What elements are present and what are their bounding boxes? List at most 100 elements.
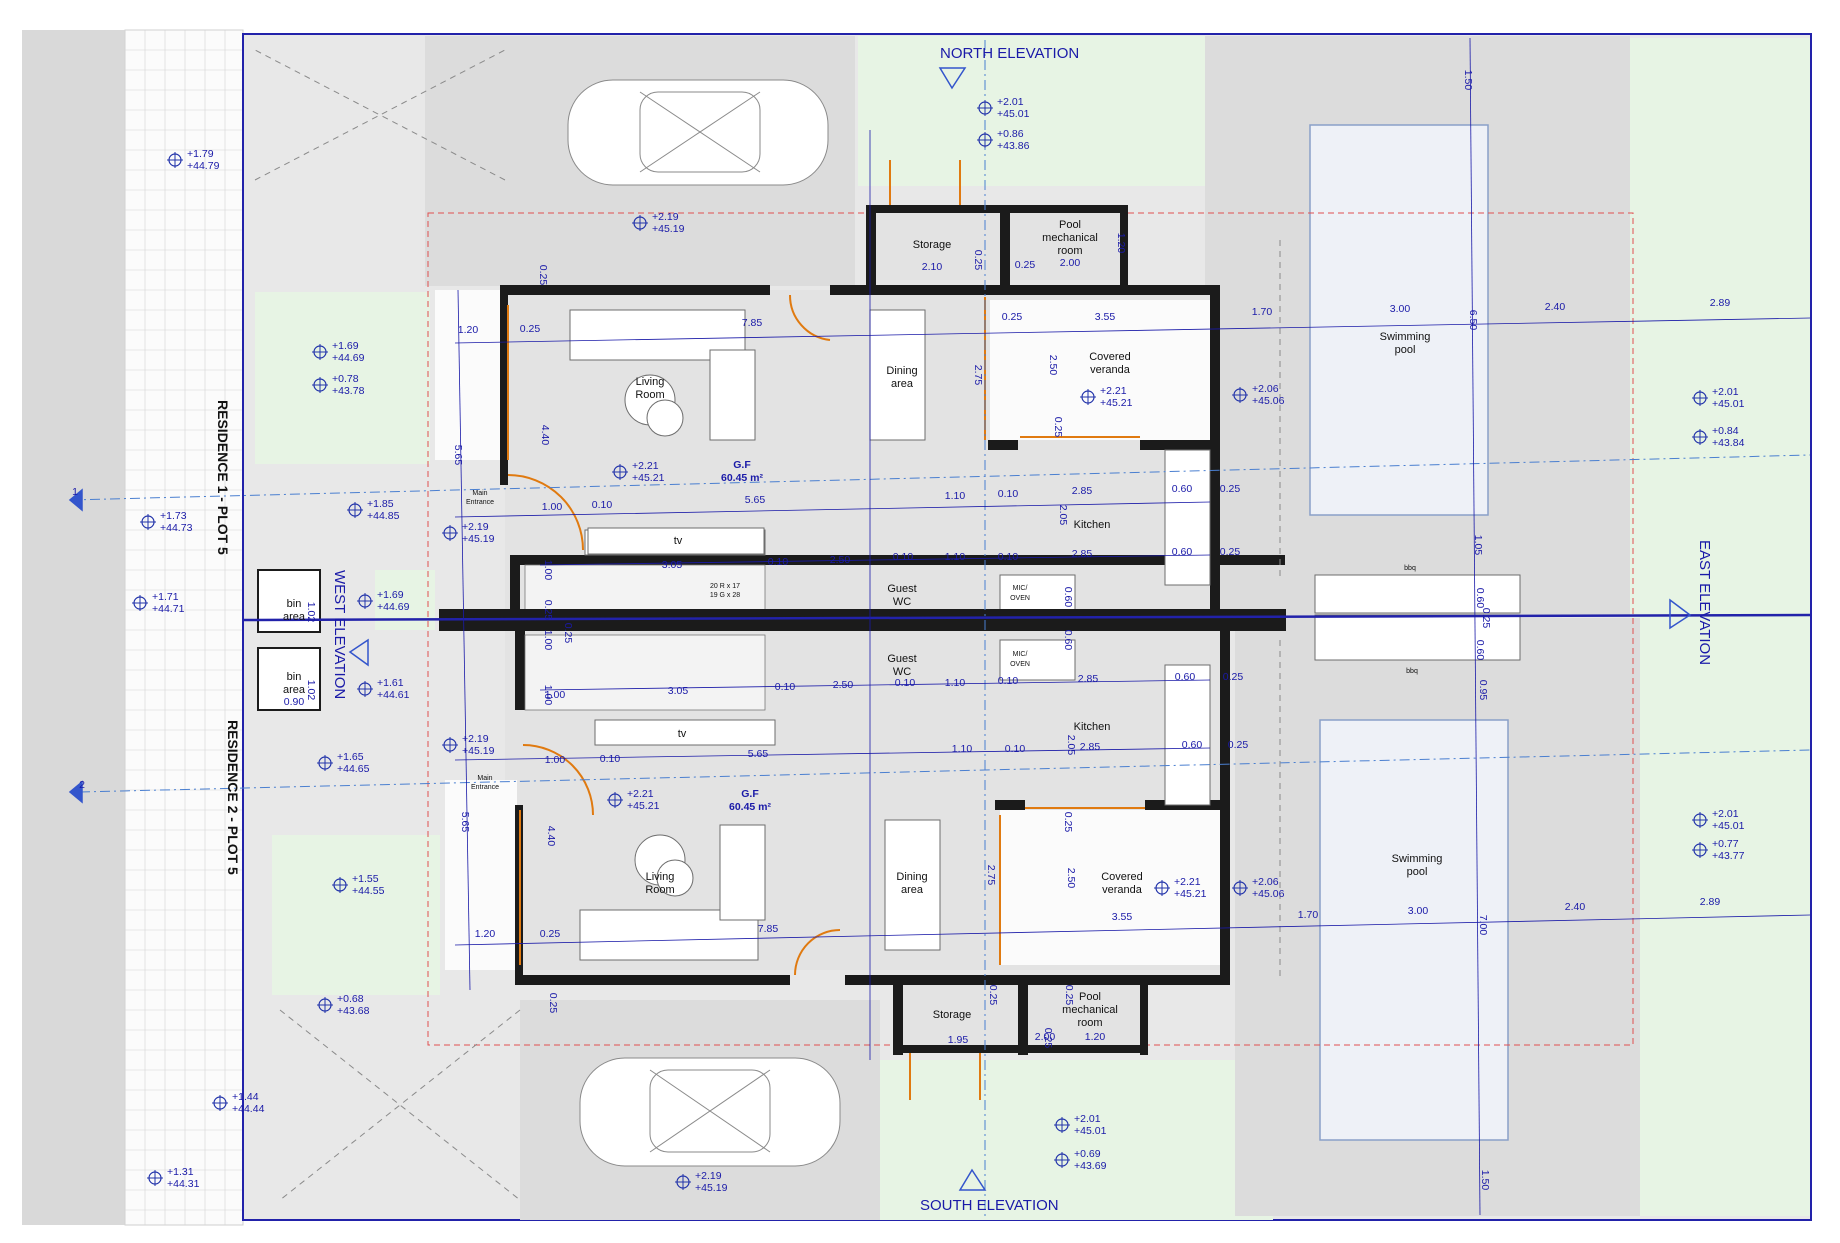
dimension-value: 1.10 [945,551,966,563]
level-datum: +43.78 [332,385,365,397]
dimension-value: 4.40 [545,826,557,847]
level-datum: +45.01 [997,108,1030,120]
level-datum: +43.68 [337,1005,370,1017]
level-value: +2.19 [652,211,679,223]
dimension-value: 0.25 [1228,739,1249,751]
dimension-value: 0.25 [562,623,574,644]
level-marker: +2.21+45.21 [1154,876,1207,900]
level-value: +0.86 [997,128,1024,140]
level-datum: +43.86 [997,140,1030,152]
dimension-value: 0.25 [540,928,561,940]
dimension-value: 1.02 [305,680,317,701]
house-1 [435,160,1521,620]
dimension-value: 2.40 [1545,301,1566,313]
dimension-value: 2.75 [985,865,997,886]
dimension-value: 1.70 [1252,306,1273,318]
stair-tread-1: 20 R x 17 [710,583,740,590]
dimension-value: 0.10 [998,675,1019,687]
h1-pool-mech-1: Pool [1059,219,1081,231]
dimension-value: 3.05 [668,685,689,697]
dimension-value: 5.65 [459,812,471,833]
h1-oven-1: MIC/ [1013,585,1028,592]
dimension-value: 0.60 [1474,588,1486,609]
dimension-value: 7.00 [1477,915,1489,936]
level-datum: +45.21 [632,472,665,484]
residence-2-label: RESIDENCE 2 - PLOT 5 [225,720,241,875]
h2-veranda-1: Covered [1101,871,1143,883]
h1-bin-1: bin [287,598,302,610]
level-marker: +0.86+43.86 [977,128,1030,152]
level-value: +2.01 [1074,1113,1101,1125]
car-2 [579,1057,841,1167]
level-marker: +2.01+45.01 [1054,1113,1107,1137]
h1-bbq: bbq [1404,565,1416,572]
dimension-value: 0.60 [1474,640,1486,661]
level-datum: +44.55 [352,885,385,897]
dimension-value: 1.70 [1298,909,1319,921]
dimension-value: 1.50 [1462,70,1474,91]
level-marker: +2.19+45.19 [442,521,495,545]
south-elevation-label: SOUTH ELEVATION [920,1197,1059,1214]
level-value: +1.44 [232,1091,259,1103]
h1-storage-label: Storage [913,239,952,251]
h1-pool-1: Swimming [1380,331,1431,343]
dimension-value: 0.25 [987,985,999,1006]
level-marker: +0.68+43.68 [317,993,370,1017]
level-datum: +45.06 [1252,395,1285,407]
level-datum: +45.01 [1074,1125,1107,1137]
level-value: +2.06 [1252,876,1279,888]
dimension-value: 0.60 [1062,630,1074,651]
garden-areas [255,36,1810,1220]
h2-dining-2: area [901,884,924,896]
level-value: +1.71 [152,591,179,603]
car-1 [567,79,829,186]
dimension-value: 0.60 [1175,671,1196,683]
level-datum: +45.19 [652,223,685,235]
dimension-value: 7.85 [742,317,763,329]
house-2 [445,614,1521,1100]
pool-1 [1309,124,1489,516]
dimension-value: 0.25 [1220,546,1241,558]
h1-tv: tv [674,535,683,547]
h2-veranda-2: veranda [1102,884,1143,896]
sidewalk [124,29,244,1226]
level-value: +0.69 [1074,1148,1101,1160]
dimension-value: 1.00 [542,560,554,581]
h2-pool-mech-2: mechanical [1062,1004,1118,1016]
dimension-value: 2.85 [1072,485,1093,497]
dimension-lines [454,37,1811,1216]
dimension-value: 1.00 [545,689,566,701]
h1-pool-mech-3: room [1057,245,1082,257]
level-value: +2.01 [1712,386,1739,398]
level-value: +1.61 [377,677,404,689]
h1-guest-1: Guest [887,583,916,595]
dimension-value: 5.65 [748,748,769,760]
level-marker: +1.55+44.55 [332,873,385,897]
dimension-value: 2.85 [1078,673,1099,685]
h2-tv: tv [678,728,687,740]
dimension-value: 0.25 [972,250,984,271]
level-marker: +1.61+44.61 [357,677,410,701]
h1-pool-mech-2: mechanical [1042,232,1098,244]
dimension-value: 2.50 [833,679,854,691]
dimension-value: 2.75 [972,365,984,386]
dimension-value: 1.10 [945,490,966,502]
h1-guest-2: WC [893,596,911,608]
level-marker: +2.01+45.01 [1692,386,1745,410]
dimension-value: 2.89 [1710,297,1731,309]
dimension-value: 3.05 [662,559,683,571]
grid-marker-2: 2 [79,779,85,791]
dimension-value: 1.00 [542,685,554,706]
level-value: +2.21 [627,788,654,800]
east-elevation-label: EAST ELEVATION [1696,540,1713,665]
dimension-value: 0.90 [284,696,305,708]
h1-dining-2: area [891,378,914,390]
dimension-value: 0.25 [1042,1028,1054,1049]
dimension-value: 0.10 [768,556,789,568]
dimension-value: 1.20 [458,324,479,336]
h2-oven-1: MIC/ [1013,651,1028,658]
level-value: +1.65 [337,751,364,763]
dimension-value: 2.50 [1047,355,1059,376]
h2-bbq: bbq [1406,668,1418,675]
